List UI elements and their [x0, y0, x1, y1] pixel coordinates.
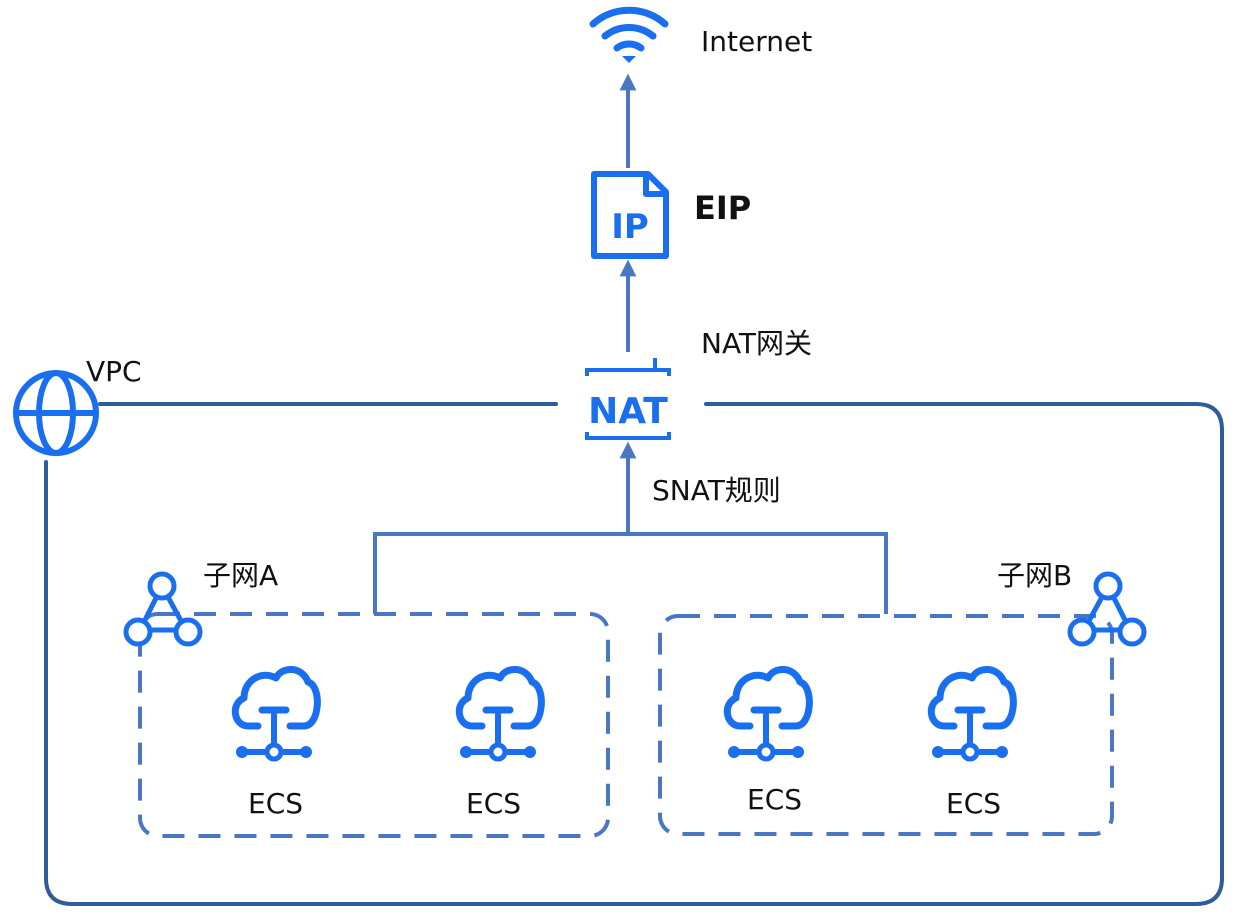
snat-bracket: [373, 532, 888, 614]
subnet-a-icon: [123, 571, 203, 647]
subnet-b-label: 子网B: [997, 559, 1073, 592]
ecs-b2-label: ECS: [946, 787, 1002, 820]
ecs-a2-label: ECS: [466, 787, 522, 820]
ecs-b1-label: ECS: [747, 783, 803, 816]
wifi-dot: [622, 56, 636, 63]
subnet-a-label: 子网A: [203, 559, 279, 592]
ecs-a2-icon: [459, 669, 541, 759]
ip-icon-text: IP: [611, 207, 649, 247]
snat-rule-label: SNAT规则: [652, 474, 781, 507]
subnet-b-icon: [1067, 571, 1147, 647]
nat-icon-text: NAT: [588, 391, 668, 432]
vpc-boundary: [44, 402, 1224, 906]
subnet-b-box: [658, 614, 1114, 836]
internet-label: Internet: [701, 25, 813, 58]
ip-document-icon: IP: [591, 171, 669, 259]
subnet-a-box: [138, 612, 610, 838]
wifi-icon: [589, 6, 669, 52]
nat-gateway-icon: NAT: [585, 358, 671, 440]
globe-icon: [13, 370, 99, 456]
ecs-a1-icon: [235, 669, 317, 759]
vpc-label: VPC: [86, 355, 142, 388]
ecs-a1-label: ECS: [248, 787, 304, 820]
nat-gateway-label: NAT网关: [701, 327, 813, 360]
ecs-b2-icon: [931, 669, 1013, 759]
ecs-b1-icon: [727, 669, 809, 759]
eip-label: EIP: [694, 189, 752, 227]
